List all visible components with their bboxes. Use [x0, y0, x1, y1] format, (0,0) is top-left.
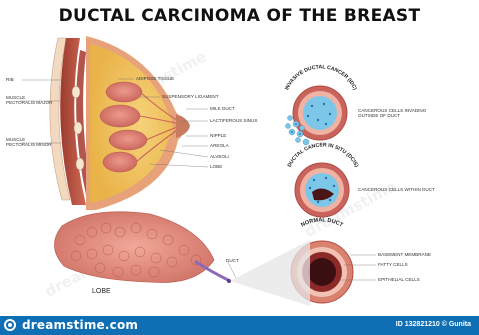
- rib-bone: [76, 158, 84, 170]
- normal-arc-label: NORMAL DUCT: [300, 217, 344, 228]
- rib-bone: [74, 122, 82, 134]
- footer-credit: ID 132821210 © Gunita: [396, 321, 471, 328]
- dcis-caption: CANCEROUS CELLS WITHIN DUCT: [358, 187, 435, 192]
- footer-bar: dreamstime.com ID 132821210 © Gunita: [0, 316, 479, 335]
- idc-caption: CANCEROUS CELLS INVADING OUTSIDE OF DUCT: [358, 108, 426, 118]
- footer-logo[interactable]: dreamstime.com: [22, 318, 138, 332]
- dcis-duct: [295, 163, 349, 217]
- label-rib: RIB: [6, 77, 14, 82]
- lobe-detail: [54, 212, 231, 283]
- label-adipose-tissue: ADIPOSE TISSUE: [136, 76, 174, 81]
- label-muscle-pectoralis-major: MUSCLE PECTORALIS MAJOR: [6, 95, 52, 105]
- label-alveoli: ALVEOLI: [210, 154, 229, 159]
- label-fatty-cells: FATTY CELLS: [378, 262, 408, 267]
- label-basement-membrane: BASEMENT MEMBRANE: [378, 252, 431, 257]
- label-nipple: NIPPLE: [210, 133, 226, 138]
- label-milk-duct: MILK DUCT: [210, 106, 235, 111]
- label-muscle-pectoralis-minor: MUSCLE PECTORALIS MINOR: [6, 137, 52, 147]
- label-lobe-small: LOBE: [210, 164, 222, 169]
- label-lactiferous-sinus: LACTIFEROUS SINUS: [210, 118, 257, 123]
- idc-duct: [286, 86, 348, 145]
- magnifier-cone: [230, 240, 310, 306]
- duct-leader-line: [228, 262, 236, 278]
- normal-arc-text: NORMAL DUCT: [300, 217, 344, 228]
- label-epithelial-cells: EPITHELIAL CELLS: [378, 277, 420, 282]
- label-areola: AREOLA: [210, 143, 229, 148]
- label-suspensory-ligament: SUSPENSORY LIGAMENT: [162, 94, 219, 99]
- nipple: [176, 114, 190, 138]
- rib-bone: [72, 86, 80, 98]
- dreamstime-logo-icon: [4, 319, 16, 331]
- label-lobe: LOBE: [92, 288, 111, 296]
- breast-cross-section: [50, 36, 190, 210]
- label-duct: DUCT: [226, 258, 239, 263]
